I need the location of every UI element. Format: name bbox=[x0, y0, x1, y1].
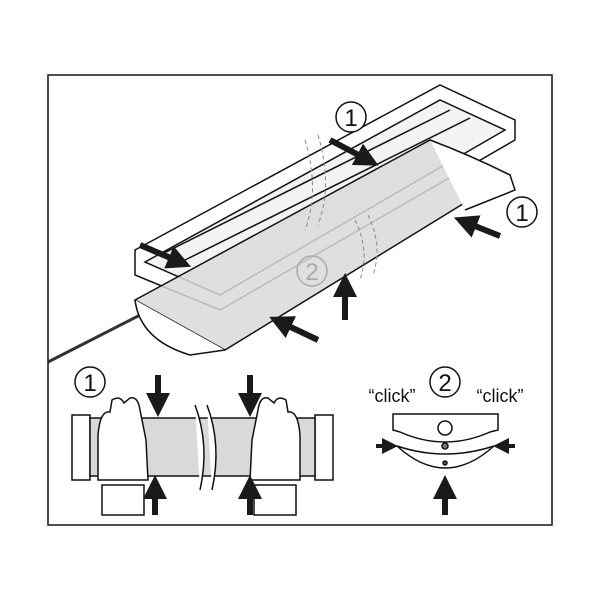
hand-right bbox=[249, 397, 301, 481]
click-label-right: “click” bbox=[477, 386, 524, 406]
step-number: 2 bbox=[305, 259, 318, 286]
sleeve-right bbox=[253, 484, 297, 516]
click-label-left: “click” bbox=[369, 386, 416, 406]
push-arrow bbox=[328, 137, 379, 166]
step-number: 1 bbox=[83, 370, 96, 397]
end-cap-click-detail bbox=[392, 413, 499, 469]
power-cable bbox=[47, 308, 151, 364]
step-badge bbox=[335, 101, 367, 133]
cover-press-detail bbox=[71, 397, 334, 516]
push-arrow bbox=[269, 316, 320, 343]
step-badge bbox=[429, 366, 461, 398]
hand-left bbox=[97, 397, 149, 481]
step-number: 1 bbox=[344, 105, 357, 132]
break-mark bbox=[304, 134, 326, 231]
step-number: 2 bbox=[438, 370, 451, 397]
sleeve-left bbox=[101, 484, 145, 516]
step-badge bbox=[74, 366, 106, 398]
step-number: 1 bbox=[515, 200, 528, 227]
break-mark bbox=[354, 214, 378, 281]
push-arrow bbox=[138, 242, 192, 269]
frame-border bbox=[47, 74, 553, 526]
push-arrow bbox=[453, 215, 502, 239]
step-badge bbox=[506, 196, 538, 228]
diffuser-cover bbox=[133, 139, 516, 356]
step-badge-ghost bbox=[296, 255, 328, 287]
